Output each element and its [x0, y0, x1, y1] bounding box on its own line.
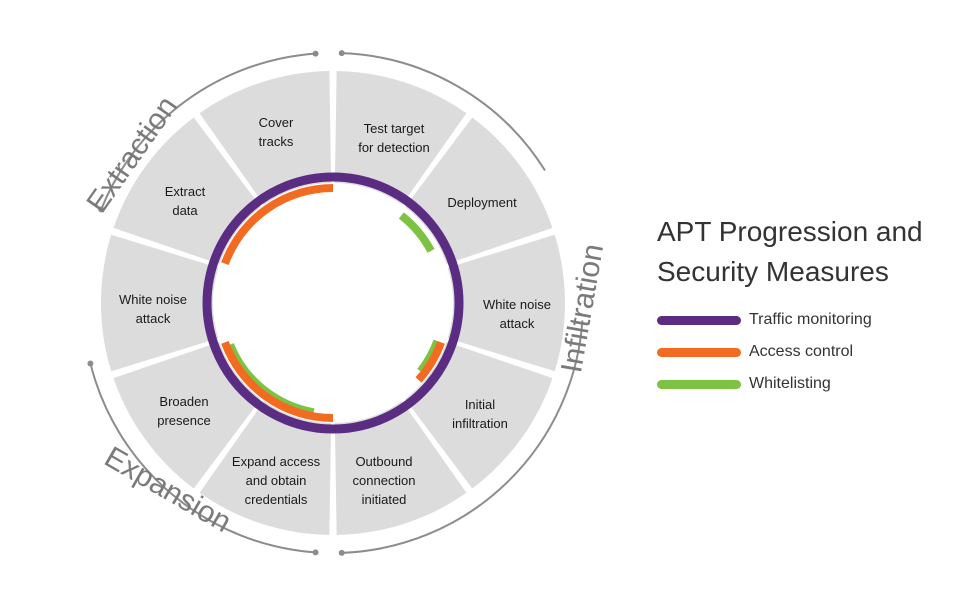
whitelisting-arc-expansion	[226, 343, 315, 417]
segment-wedge	[199, 71, 332, 205]
segment-label-extract-data: Extract data	[164, 184, 206, 218]
phase-arc-expansion	[89, 363, 316, 554]
phase-arc-end-dot	[98, 206, 105, 213]
inner-disc	[216, 186, 450, 420]
segment-wedge	[334, 71, 467, 205]
segment-wedge	[113, 341, 261, 489]
access-control-arc-initial-infiltration	[415, 340, 445, 383]
phase-arc-end-dot	[87, 360, 94, 367]
legend-swatch-access-control	[657, 347, 741, 357]
legend-item-access-control: Access control	[657, 336, 957, 368]
legend-swatch-traffic-monitoring	[657, 315, 741, 325]
whitelisting-arc-deployment	[398, 212, 435, 253]
phase-arc-infiltration-upper	[341, 52, 546, 172]
phase-arc-infiltration-lower	[341, 320, 584, 554]
segment-label-test-target: Test target for detection	[358, 121, 430, 155]
segment-label-broaden-presence: Broaden presence	[157, 394, 211, 428]
legend-title: APT Progression and Security Measures	[657, 216, 923, 287]
phase-arc-extraction	[100, 52, 316, 210]
segment-label-deployment: Deployment	[447, 195, 517, 210]
segments-layer	[101, 71, 565, 535]
segment-label-outbound-connection: Outbound connection initiated	[352, 454, 416, 507]
phase-arc-end-dot	[338, 50, 345, 57]
phase-arc-end-dot	[312, 549, 319, 556]
segment-label-expand-access: Expand access and obtain credentials	[231, 454, 321, 507]
legend-label-whitelisting: Whitelisting	[749, 375, 831, 392]
segment-label-white-noise-left: White noise attack	[119, 292, 187, 326]
legend-label-traffic-monitoring: Traffic monitoring	[749, 311, 872, 328]
inner-ring-layer	[202, 172, 464, 434]
segment-wedge	[199, 401, 332, 535]
segment-wedge	[334, 401, 467, 535]
phase-arcs-layer	[87, 50, 584, 556]
segment-wedge	[447, 234, 565, 372]
segment-wedge	[113, 117, 261, 265]
segment-wedge	[405, 117, 553, 265]
segment-wedge	[405, 341, 553, 489]
segment-wedge	[101, 234, 219, 372]
segment-label-white-noise-right: White noise attack	[483, 297, 551, 331]
phase-arc-end-dot	[312, 50, 319, 57]
segment-label-initial-infiltration: Initial infiltration	[452, 397, 508, 431]
legend-label-access-control: Access control	[749, 343, 854, 360]
access-control-arc-extraction	[221, 184, 334, 266]
legend-swatch-whitelisting	[657, 379, 741, 389]
legend-item-whitelisting: Whitelisting	[657, 368, 957, 400]
legend: APT Progression and Security Measures Tr…	[657, 212, 957, 400]
traffic-monitoring-ring	[202, 172, 464, 434]
segment-label-cover-tracks: Cover tracks	[258, 115, 294, 149]
phase-arc-end-dot	[338, 549, 345, 556]
access-control-arc-expansion	[221, 340, 334, 422]
legend-item-traffic-monitoring: Traffic monitoring	[657, 304, 957, 336]
